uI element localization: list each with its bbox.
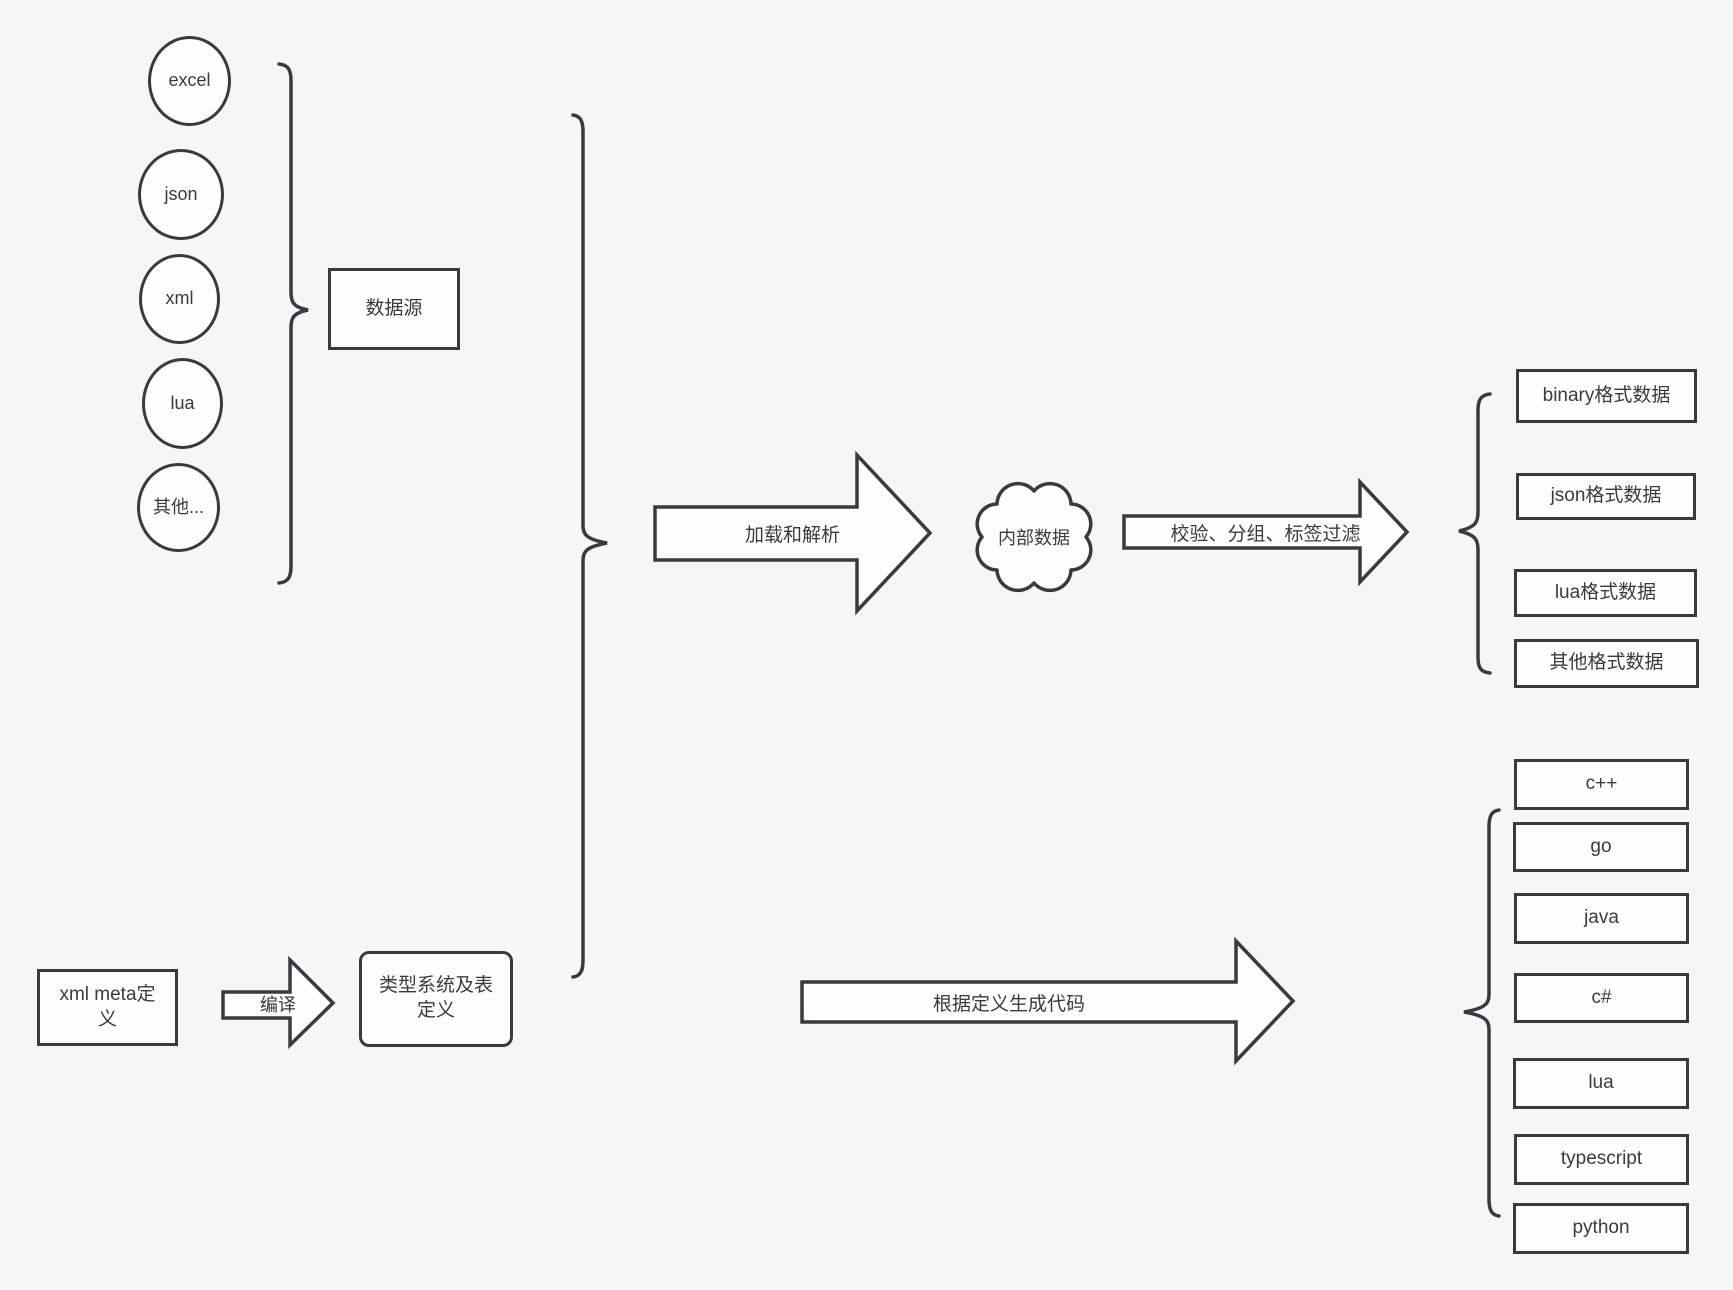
datasource-box: 数据源 xyxy=(328,268,460,350)
language-box-typescript: typescript xyxy=(1514,1134,1689,1185)
sources-brace xyxy=(277,62,309,585)
generate-arrow-label: 根据定义生成代码 xyxy=(932,993,1085,1015)
language-box-java: java xyxy=(1514,893,1689,944)
internal-data-cloud-label: 内部数据 xyxy=(998,528,1070,548)
compile-arrow-label: 编译 xyxy=(260,995,296,1015)
source-node-excel: excel xyxy=(148,36,231,126)
filter-arrow-label: 校验、分组、标签过滤 xyxy=(1170,523,1361,545)
source-node-xml: xml xyxy=(139,254,220,344)
source-node-other: 其他... xyxy=(137,463,220,552)
language-box-lua: lua xyxy=(1513,1058,1689,1109)
output-box-json: json格式数据 xyxy=(1516,473,1696,520)
source-node-json: json xyxy=(138,149,224,240)
language-box-cpp: c++ xyxy=(1514,759,1689,810)
language-box-python: python xyxy=(1513,1203,1689,1254)
type-system-box: 类型系统及表定义 xyxy=(359,951,513,1047)
languages-brace xyxy=(1463,808,1501,1218)
xml-meta-box: xml meta定义 xyxy=(37,969,178,1046)
load-parse-arrow-label: 加载和解析 xyxy=(744,524,840,546)
load-parse-arrow xyxy=(653,450,933,616)
filter-arrow xyxy=(1122,477,1410,587)
source-node-lua: lua xyxy=(142,358,223,449)
language-box-go: go xyxy=(1513,822,1689,872)
generate-arrow xyxy=(800,936,1296,1066)
output-box-binary: binary格式数据 xyxy=(1516,369,1697,423)
output-box-other: 其他格式数据 xyxy=(1514,639,1699,688)
outputs-brace xyxy=(1458,392,1492,675)
language-box-csharp: c# xyxy=(1514,973,1689,1023)
internal-data-cloud xyxy=(975,481,1093,593)
output-box-lua: lua格式数据 xyxy=(1514,569,1697,617)
main-brace xyxy=(571,113,608,979)
compile-arrow xyxy=(221,955,336,1050)
